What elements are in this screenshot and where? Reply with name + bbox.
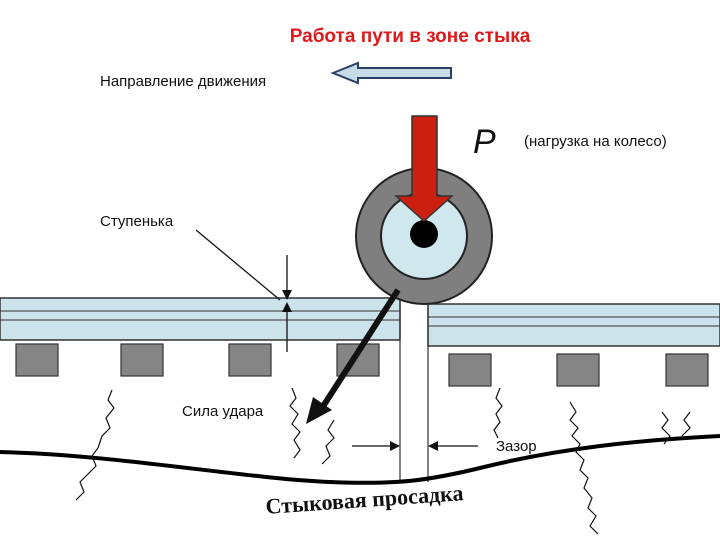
settlement-label: Стыковая просадка: [265, 480, 464, 519]
sleeper: [448, 353, 492, 387]
direction-label: Направление движения: [100, 73, 266, 90]
load-arrow: [394, 115, 454, 223]
impact-label: Сила удара: [182, 403, 264, 420]
diagram-title: Работа пути в зоне стыка: [290, 26, 531, 47]
step-label: Ступенька: [100, 213, 174, 230]
wheel: [355, 167, 493, 305]
sleeper: [556, 353, 600, 387]
impact-arrow-head: [306, 397, 332, 424]
step-leader: [195, 229, 281, 301]
rail-left: [0, 297, 401, 341]
settlement-curve: [0, 434, 720, 485]
sleeper: [120, 343, 164, 377]
impact-arrow-shaft: [319, 288, 401, 410]
sleeper: [665, 353, 709, 387]
wheel-axle: [410, 220, 438, 248]
sleeper: [15, 343, 59, 377]
sleeper: [228, 343, 272, 377]
load-symbol: P: [473, 123, 496, 161]
ballast-cracks: [75, 387, 691, 535]
gap-label: Зазор: [496, 438, 537, 455]
direction-arrow: [330, 61, 452, 85]
rail-right: [427, 303, 720, 347]
load-note: (нагрузка на колесо): [524, 133, 667, 150]
